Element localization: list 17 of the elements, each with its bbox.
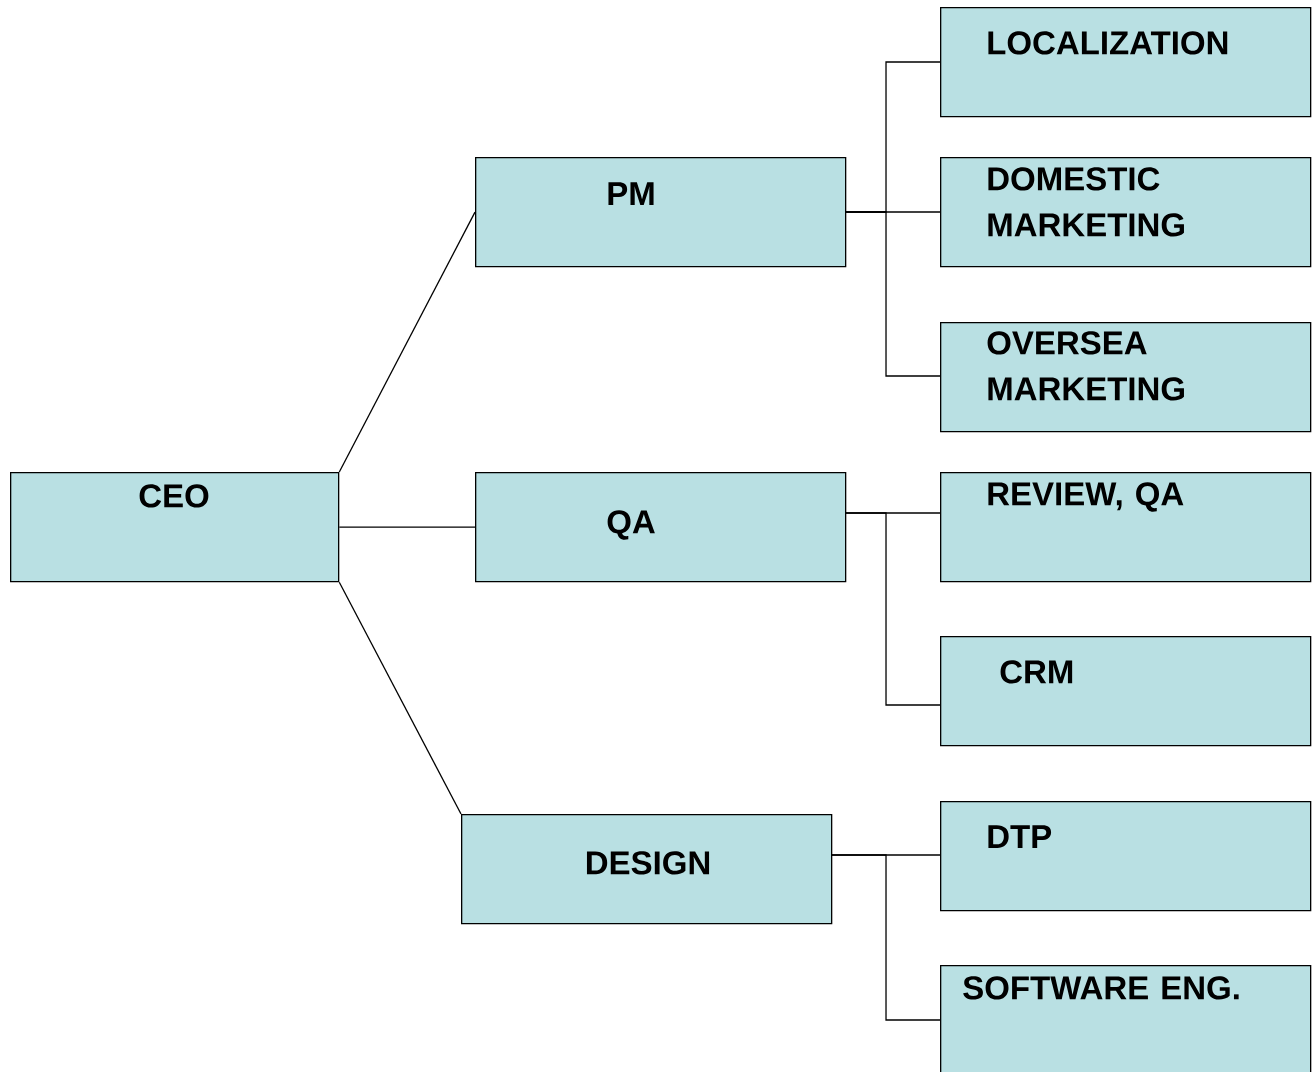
org-box: REVIEW, QA (940, 472, 1312, 583)
org-box: QA (475, 472, 847, 583)
org-box: LOCALIZATION (940, 7, 1312, 118)
connector-line (830, 854, 941, 1021)
connector-line (338, 526, 476, 528)
connector-line (338, 211, 476, 473)
org-box: SOFTWARE ENG. (940, 965, 1312, 1072)
org-box: PM (475, 157, 847, 268)
org-box: OVERSEA MARKETING (940, 322, 1312, 433)
connector-line (844, 211, 941, 377)
org-box: DOMESTIC MARKETING (940, 157, 1312, 268)
connector-line (844, 512, 941, 706)
org-box: DESIGN (461, 814, 833, 925)
connector-line (338, 581, 462, 815)
org-box: DTP (940, 801, 1312, 912)
org-box: CEO (10, 472, 340, 583)
org-box: CRM (940, 636, 1312, 747)
